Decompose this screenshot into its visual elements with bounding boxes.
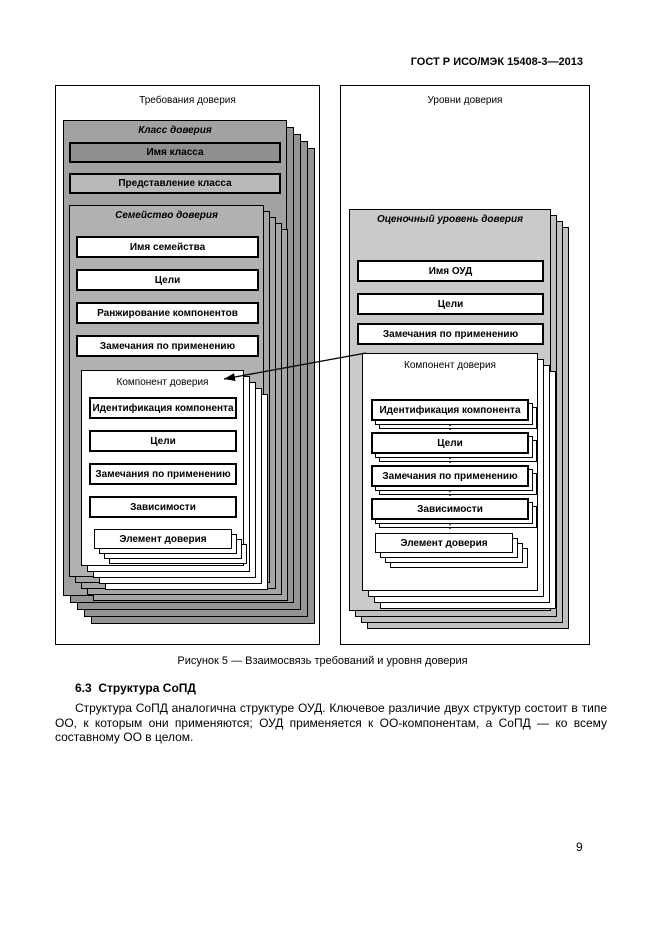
- assurance-class-title: Класс доверия: [138, 125, 212, 136]
- eal-assurance-component-box: Компонент доверия Идентификация компонен…: [362, 353, 538, 591]
- assurance-component-title: Компонент доверия: [116, 377, 209, 388]
- component-identification-box: Идентификация компонента: [89, 397, 237, 419]
- family-objectives-box: Цели: [76, 269, 259, 291]
- assurance-levels-panel: Уровни доверия Оценочный уровень доверия…: [340, 85, 590, 645]
- component-dependencies-box: Зависимости: [89, 496, 237, 518]
- class-name-box: Имя класса: [69, 142, 281, 163]
- eal-name-box: Имя ОУД: [357, 260, 544, 282]
- section-heading: 6.3 Структура СоПД: [75, 681, 196, 695]
- assurance-family-stack: Семейство доверия Имя семейства Цели Ран…: [69, 205, 264, 577]
- eal-title: Оценочный уровень доверия: [376, 214, 523, 225]
- assurance-class-stack: Класс доверия Имя класса Представление к…: [63, 120, 287, 596]
- eal-assurance-element-stack: Элемент доверия: [375, 533, 513, 553]
- assurance-requirements-panel: Требования доверия Класс доверия Имя кла…: [55, 85, 320, 645]
- page-number: 9: [576, 840, 583, 854]
- eal-application-notes-box: Замечания по применению: [357, 323, 544, 345]
- eal-objectives-box: Цели: [357, 293, 544, 315]
- ellipsis-mark: :: [448, 455, 452, 465]
- evaluation-assurance-level-stack: Оценочный уровень доверия Имя ОУД Цели З…: [349, 209, 551, 611]
- ellipsis-mark: :: [448, 422, 452, 432]
- component-objectives-box: Цели: [89, 430, 237, 452]
- figure-caption: Рисунок 5 — Взаимосвязь требований и уро…: [177, 655, 468, 667]
- eal-component-application-notes-box: Замечания по применению: [371, 465, 529, 487]
- assurance-requirements-title: Требования доверия: [139, 95, 236, 106]
- assurance-component-stack: Компонент доверия Идентификация компонен…: [81, 370, 244, 566]
- eal-component-dependencies-box: Зависимости: [371, 498, 529, 520]
- family-application-notes-box: Замечания по применению: [76, 335, 259, 357]
- class-presentation-box: Представление класса: [69, 173, 281, 194]
- component-application-notes-box: Замечания по применению: [89, 463, 237, 485]
- family-name-box: Имя семейства: [76, 236, 259, 258]
- ellipsis-mark: :: [448, 521, 452, 531]
- assurance-family-title: Семейство доверия: [115, 210, 218, 221]
- component-ranking-box: Ранжирование компонентов: [76, 302, 259, 324]
- eal-component-objectives-box: Цели: [371, 432, 529, 454]
- assurance-element-stack: Элемент доверия: [94, 529, 232, 549]
- section-paragraph: Структура СоПД аналогична структуре ОУД.…: [55, 701, 607, 745]
- document-header-title: ГОСТ Р ИСО/МЭК 15408-3—2013: [410, 56, 583, 68]
- ellipsis-mark: :: [448, 488, 452, 498]
- eal-component-identification-box: Идентификация компонента: [371, 399, 529, 421]
- assurance-levels-title: Уровни доверия: [427, 95, 503, 106]
- eal-component-title: Компонент доверия: [404, 360, 496, 371]
